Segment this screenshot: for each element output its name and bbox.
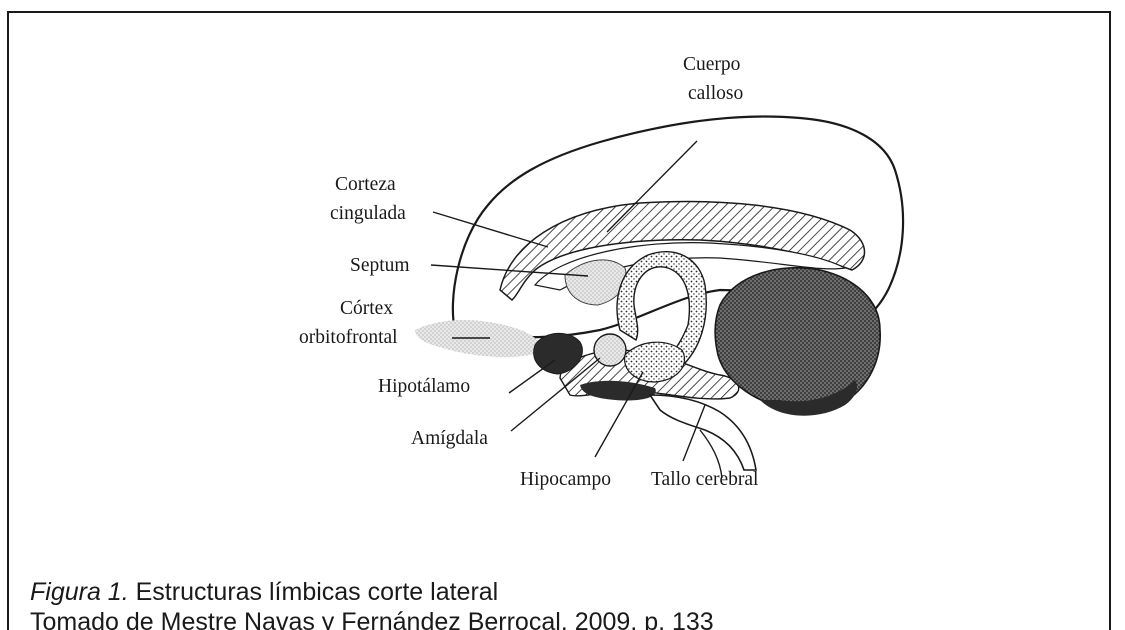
label-cortex-orbitofrontal-line2: orbitofrontal	[299, 327, 398, 348]
label-tallo-cerebral: Tallo cerebral	[651, 469, 759, 490]
label-corteza-cingulada-line1: Corteza	[335, 174, 396, 195]
label-amigdala: Amígdala	[411, 428, 488, 449]
label-septum: Septum	[350, 255, 410, 276]
figure-caption: Figura 1. Estructuras límbicas corte lat…	[30, 577, 714, 630]
caption-title: Estructuras límbicas corte lateral	[129, 578, 499, 606]
label-cuerpo-calloso-line1: Cuerpo	[683, 54, 740, 75]
amygdala	[594, 334, 626, 366]
brainstem	[650, 395, 756, 470]
caption-title-line: Figura 1. Estructuras límbicas corte lat…	[30, 577, 714, 607]
label-hipotalamo: Hipotálamo	[378, 376, 470, 397]
caption-figure-label: Figura 1.	[30, 578, 129, 606]
label-hipocampo: Hipocampo	[520, 469, 611, 490]
label-cuerpo-calloso-line2: calloso	[688, 83, 743, 104]
label-cortex-orbitofrontal-line1: Córtex	[340, 298, 393, 319]
leader-hipotalamo	[509, 360, 555, 393]
label-corteza-cingulada-line2: cingulada	[330, 203, 406, 224]
caption-source: Tomado de Mestre Navas y Fernández Berro…	[30, 607, 714, 630]
